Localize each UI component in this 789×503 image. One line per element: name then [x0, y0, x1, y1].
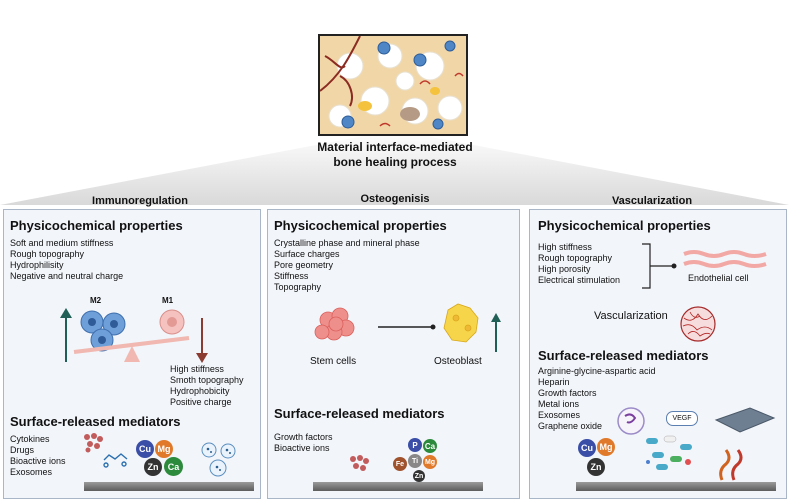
osteo-mediator: Growth factors	[274, 432, 333, 442]
tab-osteogenisis: Osteogenisis	[360, 193, 430, 205]
m2-label: M2	[90, 296, 102, 305]
substrate-ground	[313, 482, 483, 491]
endothelial-cell-icon	[683, 250, 767, 268]
ion-zn: Zn	[413, 470, 425, 482]
immuno-prop: Rough topography	[10, 249, 85, 259]
immuno-right-prop: Hydrophobicity	[170, 386, 230, 396]
bone-tissue-illustration	[318, 34, 468, 136]
vasc-prop: High stiffness	[538, 242, 592, 252]
immuno-right-prop: High stiffness	[170, 364, 224, 374]
m1-label: M1	[162, 296, 174, 305]
osteo-prop: Stiffness	[274, 271, 309, 281]
ion-ti: Ti	[408, 454, 422, 468]
header-fan-background	[0, 130, 789, 205]
vasc-mediators-list: Arginine-glycine-aspartic acid Heparin G…	[538, 366, 656, 432]
main-title: Material interface-mediated bone healing…	[270, 140, 520, 170]
stem-cells-label: Stem cells	[310, 356, 357, 367]
ion-ca: Ca	[164, 457, 183, 476]
stem-cell-cluster-icon	[314, 307, 355, 341]
osteo-mediator: Bioactive ions	[274, 443, 330, 453]
immuno-right-props: High stiffness Smoth topography Hydropho…	[170, 364, 244, 408]
peptide-chain-icons	[719, 449, 743, 481]
osteoblast-label: Osteoblast	[434, 356, 482, 367]
immuno-props-list: Soft and medium stiffness Rough topograp…	[10, 238, 123, 282]
osteo-prop: Surface charges	[274, 249, 340, 259]
tab-vascularization: Vascularization	[611, 195, 693, 207]
immuno-mediators-title: Surface-released mediators	[10, 414, 181, 429]
ion-mg: Mg	[155, 440, 173, 458]
immuno-mediator: Drugs	[10, 445, 35, 455]
arrow-up-icon	[491, 313, 501, 352]
immuno-prop: Negative and neutral charge	[10, 271, 124, 281]
vasc-mediator: Exosomes	[538, 410, 581, 420]
vegf-badge: VEGF	[666, 411, 698, 426]
vasc-props-list: High stiffness Rough topography High por…	[538, 242, 620, 286]
tab-immunoregulation: Immunoregulation	[92, 195, 188, 207]
drug-molecule-icon	[103, 453, 128, 468]
vasc-props-title: Physicochemical properties	[538, 218, 711, 233]
vasc-prop: High porosity	[538, 264, 591, 274]
main-title-line2: bone healing process	[333, 155, 457, 169]
osteo-prop: Pore geometry	[274, 260, 334, 270]
osteoblast-icon	[443, 303, 479, 343]
vasc-mediator: Arginine-glycine-aspartic acid	[538, 366, 656, 376]
main-title-line1: Material interface-mediated	[317, 140, 473, 154]
ion-mg: Mg	[423, 455, 437, 469]
immuno-props-title: Physicochemical properties	[10, 218, 183, 233]
macrophage-seesaw	[60, 308, 208, 363]
connector-line	[378, 324, 436, 330]
endothelial-label: Endothelial cell	[688, 273, 749, 283]
panel-immunoregulation: Physicochemical properties Soft and medi…	[3, 209, 261, 499]
vasc-prop: Electrical stimulation	[538, 275, 621, 285]
arrow-up-icon	[60, 308, 72, 362]
ion-cu: Cu	[136, 440, 154, 458]
immuno-mediator: Bioactive ions	[10, 456, 66, 466]
immuno-mediator: Cytokines	[10, 434, 50, 444]
vasc-mediator: Growth factors	[538, 388, 597, 398]
vasc-prop: Rough topography	[538, 253, 613, 263]
osteo-prop: Crystalline phase and mineral phase	[274, 238, 420, 248]
tissue-drawing	[320, 36, 466, 134]
immuno-mediators-list: Cytokines Drugs Bioactive ions Exosomes	[10, 434, 66, 478]
immuno-prop: Hydrophilisity	[10, 260, 64, 270]
vasc-mediator: Metal ions	[538, 399, 580, 409]
immuno-right-prop: Smoth topography	[170, 375, 244, 385]
vessel-network-icon	[680, 306, 716, 342]
osteo-props-title: Physicochemical properties	[274, 218, 447, 233]
panel-vascularization: Physicochemical properties High stiffnes…	[529, 209, 787, 499]
osteo-prop: Topography	[274, 282, 322, 292]
immuno-mediator: Exosomes	[10, 467, 53, 477]
exosome-icons	[201, 442, 236, 477]
ion-mg: Mg	[597, 438, 615, 456]
substrate-ground	[84, 482, 254, 491]
osteo-mediators-list: Growth factors Bioactive ions	[274, 432, 333, 454]
stem-to-osteoblast-diagram	[314, 303, 501, 352]
ion-zn: Zn	[144, 458, 162, 476]
vasc-label: Vascularization	[594, 310, 668, 322]
ion-zn: Zn	[587, 458, 605, 476]
arrow-down-icon	[196, 318, 208, 363]
substrate-ground	[576, 482, 776, 491]
vasc-mediator: Graphene oxide	[538, 421, 603, 431]
ion-ca: Ca	[423, 439, 437, 453]
osteo-props-list: Crystalline phase and mineral phase Surf…	[274, 238, 420, 293]
panel-osteogenisis: Physicochemical properties Crystalline p…	[267, 209, 520, 499]
graphene-sheet-icon	[714, 407, 776, 433]
ion-p: P	[408, 438, 422, 452]
vasc-mediators-title: Surface-released mediators	[538, 348, 709, 363]
exosome-vesicle-icon	[617, 407, 645, 435]
ion-fe: Fe	[393, 457, 407, 471]
cytokine-cluster-icon	[84, 433, 103, 453]
capsule-icons	[646, 435, 692, 470]
immuno-right-prop: Positive charge	[170, 397, 232, 407]
osteo-mediators-title: Surface-released mediators	[274, 406, 445, 421]
vasc-mediator: Heparin	[538, 377, 570, 387]
ion-cu: Cu	[578, 439, 596, 457]
immuno-prop: Soft and medium stiffness	[10, 238, 114, 248]
bracket-connector	[642, 243, 677, 289]
growth-factor-cluster-icon	[350, 455, 369, 471]
